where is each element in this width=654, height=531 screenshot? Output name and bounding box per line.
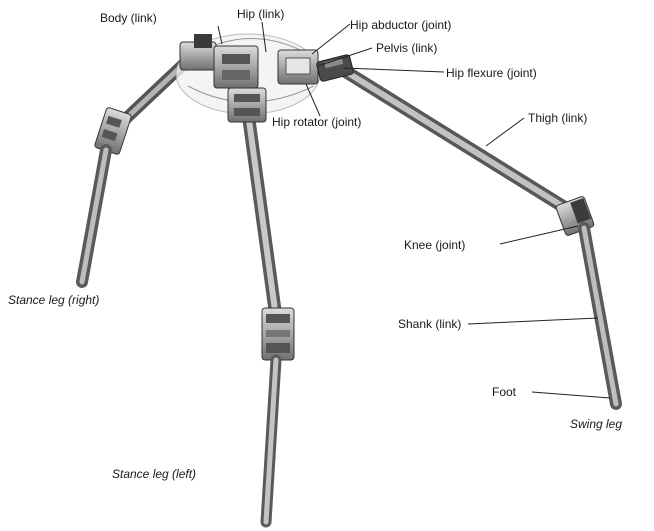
shank-label: Shank (link) bbox=[398, 317, 461, 331]
body-label: Body (link) bbox=[100, 11, 157, 25]
stance-leg-left-knee bbox=[262, 308, 294, 360]
stance-leg-left-shank bbox=[266, 360, 276, 522]
swing-leg-thigh bbox=[340, 68, 572, 212]
thigh-label: Thigh (link) bbox=[528, 111, 587, 125]
swing-leg-label: Swing leg bbox=[570, 417, 622, 431]
knee-label: Knee (joint) bbox=[404, 238, 465, 252]
stance-leg-right-knee bbox=[94, 107, 132, 155]
hip-rotator-label: Hip rotator (joint) bbox=[272, 115, 361, 129]
stance-leg-right-shank bbox=[82, 150, 106, 282]
pelvis-label: Pelvis (link) bbox=[376, 41, 437, 55]
foot-label: Foot bbox=[492, 385, 517, 399]
stance-leg-left-thigh bbox=[249, 120, 275, 310]
swing-leg-shank bbox=[584, 228, 616, 404]
hip-flexure-label: Hip flexure (joint) bbox=[446, 66, 537, 80]
stance-leg-right-label: Stance leg (right) bbox=[8, 293, 99, 307]
stance-leg-left-label: Stance leg (left) bbox=[112, 467, 196, 481]
hip-abductor-label: Hip abductor (joint) bbox=[350, 18, 451, 32]
hip-label: Hip (link) bbox=[237, 7, 284, 21]
